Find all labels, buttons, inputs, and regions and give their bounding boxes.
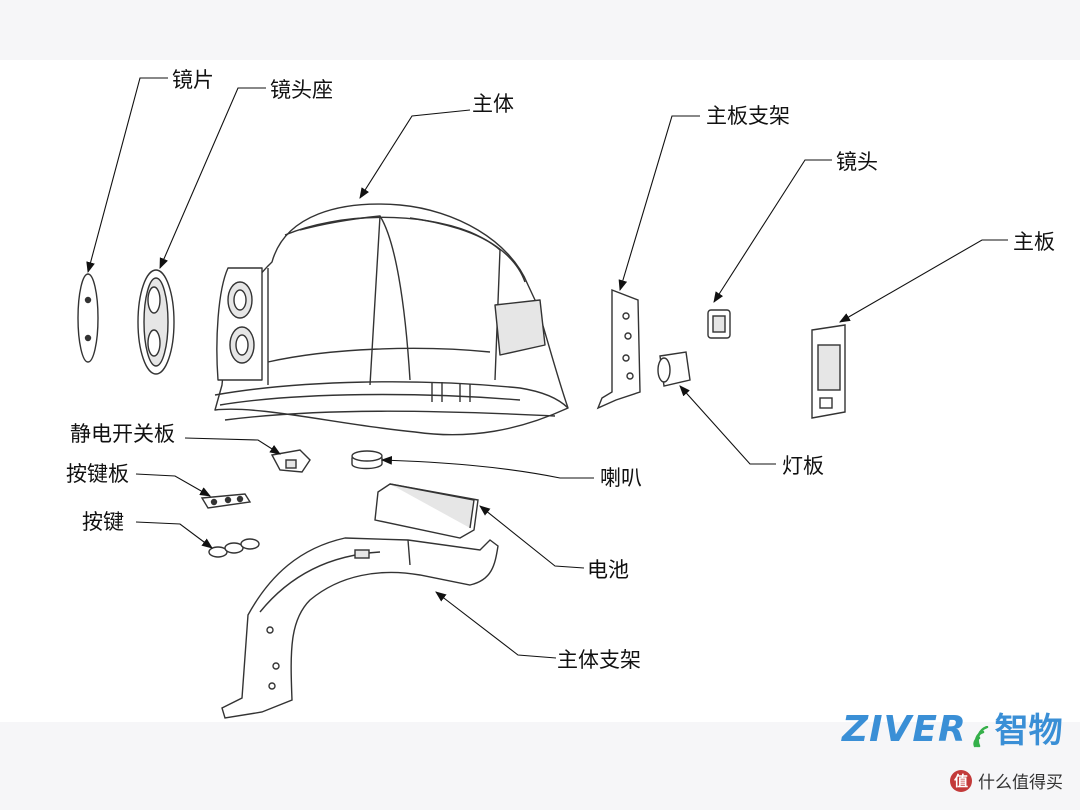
label-light-board: 灯板 [782, 454, 824, 478]
camera-part [707, 309, 731, 339]
label-button: 按键 [82, 510, 124, 534]
label-button-board: 按键板 [66, 462, 129, 486]
label-lens-mount: 镜头座 [270, 78, 333, 102]
buttons-part [208, 538, 260, 558]
lens-mount-part [137, 269, 175, 375]
battery-part [374, 483, 479, 539]
label-static-switch-board: 静电开关板 [70, 422, 175, 446]
label-body: 主体 [472, 92, 514, 116]
speaker-part [351, 450, 383, 470]
watermark-badge-icon: 值 [950, 769, 972, 792]
button-board-part [200, 493, 252, 509]
top-background-band [0, 0, 1080, 60]
label-camera: 镜头 [836, 150, 878, 174]
label-speaker: 喇叭 [600, 466, 642, 490]
leader-lines [86, 77, 1008, 659]
static-switch-board-part [270, 449, 311, 473]
light-board-part [657, 351, 691, 387]
label-battery: 电池 [587, 558, 629, 582]
helmet-body-part [214, 203, 569, 436]
lens-part [77, 273, 99, 363]
body-bracket-part [221, 537, 499, 719]
mainboard-part [811, 324, 846, 419]
label-body-bracket: 主体支架 [557, 648, 641, 672]
watermark-text: 什么值得买 [978, 773, 1063, 793]
label-lens: 镜片 [172, 68, 214, 92]
logo-chinese-text: 智物 [994, 711, 1063, 751]
mainboard-bracket-part [596, 288, 641, 410]
label-mainboard-bracket: 主板支架 [706, 104, 790, 128]
ziver-logo: ZIVER 智物 [842, 709, 1063, 751]
logo-latin-text: ZIVER [842, 709, 967, 750]
wireless-signal-icon [973, 726, 988, 748]
watermark: 值 什么值得买 [950, 768, 1063, 793]
label-mainboard: 主板 [1013, 230, 1055, 254]
bottom-background-band [0, 722, 1080, 810]
